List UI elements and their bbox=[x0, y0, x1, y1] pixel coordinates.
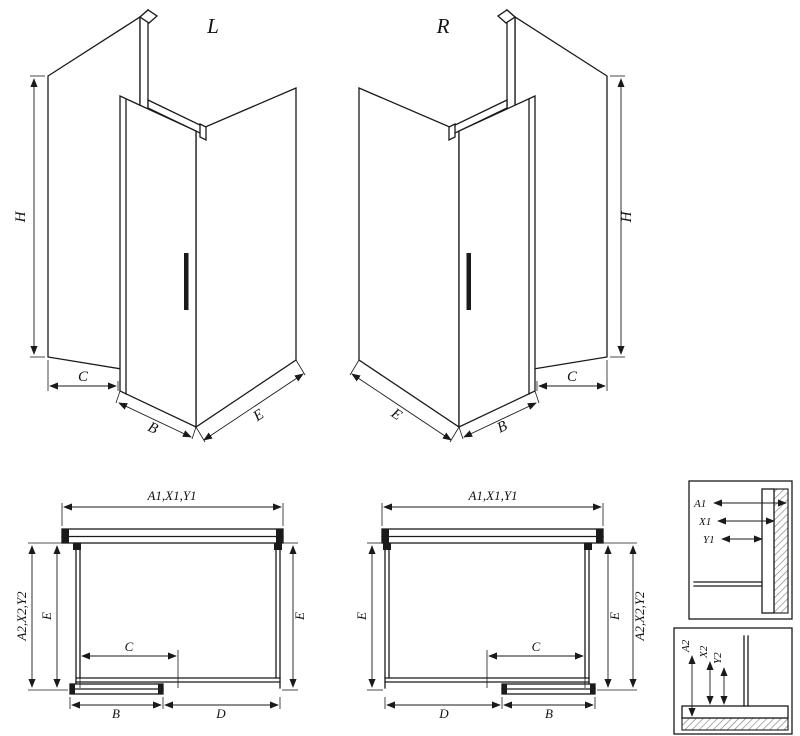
dim-label-height-right-iso: H bbox=[619, 210, 635, 223]
dim-label-fixed-right-plan: D bbox=[438, 706, 449, 721]
dim-label-depthgroup-right-plan: A2,X2,Y2 bbox=[632, 591, 647, 642]
iso-view-left-graphic bbox=[30, 10, 305, 442]
variant-label-left: L bbox=[206, 14, 219, 38]
variant-label-right: R bbox=[436, 14, 450, 38]
dim-label-opening-left-iso: C bbox=[78, 369, 89, 385]
detail-bottom-label-x2: X2 bbox=[698, 645, 710, 659]
detail-top-label-x1: X1 bbox=[698, 516, 711, 528]
detail-top-label-a1: A1 bbox=[693, 498, 706, 510]
profile-detail-bottom: A2 X2 Y2 bbox=[673, 627, 793, 735]
dim-label-opening-right-plan: C bbox=[532, 639, 541, 654]
dim-label-width-left-plan: A1,X1,Y1 bbox=[146, 488, 196, 503]
dim-label-opening-right-iso: C bbox=[567, 369, 578, 385]
dim-label-opening-left-plan: C bbox=[125, 639, 134, 654]
dim-label-side-right-iso: E bbox=[387, 405, 404, 424]
dim-label-width-right-plan: A1,X1,Y1 bbox=[467, 488, 517, 503]
profile-detail-top: A1 X1 Y1 bbox=[688, 480, 793, 620]
dim-label-door-left-plan: B bbox=[112, 706, 120, 721]
dim-label-side-right-plan-right: E bbox=[607, 612, 622, 621]
dim-label-side-right-plan-left: E bbox=[354, 612, 369, 621]
dim-label-door-right-iso: B bbox=[495, 418, 510, 436]
detail-top-label-y1: Y1 bbox=[703, 534, 715, 546]
plan-view-right-graphic bbox=[367, 503, 637, 709]
plan-view-left-graphic bbox=[28, 503, 298, 709]
dim-label-side-left-plan-right: E bbox=[292, 612, 307, 621]
detail-bottom-label-y2: Y2 bbox=[712, 652, 724, 664]
dim-label-door-left-iso: B bbox=[145, 419, 160, 437]
dim-label-door-right-plan: B bbox=[545, 706, 553, 721]
dim-label-depthgroup-left-plan: A2,X2,Y2 bbox=[14, 591, 29, 642]
detail-bottom-label-a2: A2 bbox=[680, 639, 692, 653]
dim-label-fixed-left-plan: D bbox=[215, 706, 226, 721]
iso-view-right-graphic bbox=[350, 10, 625, 442]
dim-label-height-left-iso: H bbox=[13, 210, 29, 223]
dim-label-side-left-plan-left: E bbox=[39, 612, 54, 621]
dim-label-side-left-iso: E bbox=[250, 406, 267, 425]
